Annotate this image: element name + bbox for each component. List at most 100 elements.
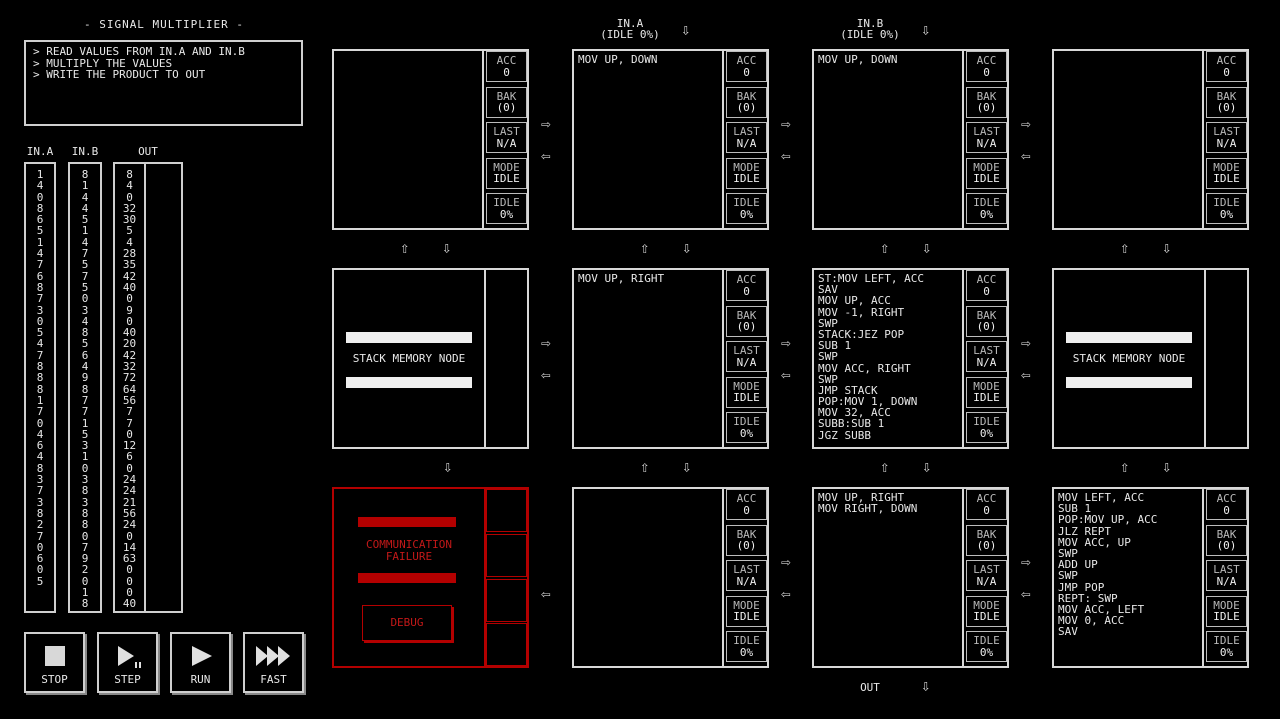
register-value: IDLE — [733, 391, 760, 404]
register-label: IDLE — [973, 415, 1000, 428]
register-label: LAST — [733, 125, 760, 138]
arrow-left-icon: ⇦ — [541, 146, 551, 165]
code-line: MOV UP, RIGHT — [818, 491, 905, 504]
code-line: MOV 0, ACC — [1058, 614, 1125, 628]
fast-button-label: FAST — [260, 672, 287, 686]
arrow-right-icon: ⇨ — [1021, 552, 1031, 571]
column-value: 8 — [126, 168, 133, 181]
register-value: IDLE — [973, 172, 1000, 185]
column-value: 8 — [81, 506, 89, 520]
code-editor[interactable]: MOV UP, DOWN — [574, 51, 724, 228]
column-value: 72 — [122, 371, 137, 385]
fast-button[interactable]: FAST — [243, 632, 304, 693]
code-editor[interactable]: MOV UP, RIGHT — [574, 270, 724, 447]
code-editor[interactable] — [574, 489, 724, 666]
column-value: 4 — [126, 235, 133, 249]
register-label: LAST — [973, 563, 1000, 576]
register-label: BAK — [496, 89, 517, 103]
register-bak: BAK(0) — [726, 524, 767, 556]
register-value: 0 — [503, 65, 510, 79]
register-label: ACC — [736, 273, 757, 286]
register-label: LAST — [973, 125, 1000, 138]
code-line: MOV ACC, UP — [1058, 535, 1131, 549]
register-label: ACC — [976, 273, 997, 286]
code-line: SWP — [818, 350, 838, 364]
code-editor[interactable]: MOV UP, DOWN — [814, 51, 964, 228]
stop-icon — [26, 644, 83, 670]
code-editor[interactable] — [334, 51, 484, 228]
column-value: 6 — [36, 269, 44, 283]
debug-button[interactable]: DEBUG — [362, 605, 452, 641]
register-label: MODE — [733, 379, 760, 393]
column-value: 3 — [81, 473, 89, 487]
register-label: MODE — [973, 379, 1000, 393]
column-value: 8 — [36, 506, 44, 520]
code-line: SAV — [1058, 625, 1078, 639]
column-value: 32 — [122, 201, 137, 215]
column-value: 6 — [36, 552, 44, 566]
column-value: 5 — [81, 213, 89, 227]
column-value: 8 — [81, 484, 89, 498]
register-value: N/A — [496, 136, 517, 150]
column-value: 1 — [36, 393, 44, 407]
register-value: (0) — [496, 101, 517, 114]
code-editor[interactable] — [1054, 51, 1204, 228]
column-value: 21 — [122, 495, 137, 509]
code-line: SWP — [818, 372, 838, 386]
step-button[interactable]: STEP — [97, 632, 158, 693]
stop-button[interactable]: STOP — [24, 632, 85, 693]
arrow-up-icon: ⇧ — [880, 457, 890, 476]
column-value: 5 — [36, 574, 44, 588]
run-button[interactable]: RUN — [170, 632, 231, 693]
column-value: 4 — [36, 247, 44, 261]
step-icon — [99, 644, 156, 670]
column-value: 1 — [81, 585, 89, 599]
arrow-left-icon: ⇦ — [1021, 146, 1031, 165]
register-label: MODE — [1213, 598, 1240, 612]
code-line: SUB 1 — [818, 339, 852, 353]
register-value: (0) — [736, 539, 757, 552]
column-value: 0 — [126, 585, 133, 599]
register-value: N/A — [976, 136, 997, 150]
column-value: 64 — [122, 382, 137, 396]
arrow-up-icon: ⇧ — [880, 238, 890, 257]
column-value: 0 — [126, 529, 133, 543]
register-value: IDLE — [493, 172, 520, 185]
column-value: 5 — [81, 337, 89, 351]
column-value: 4 — [36, 450, 44, 464]
register-value: N/A — [736, 355, 757, 369]
code-line: MOV ACC, LEFT — [1058, 602, 1145, 616]
register-label: LAST — [493, 125, 520, 138]
register-label: BAK — [976, 89, 997, 103]
column-value: 0 — [126, 427, 133, 441]
register-label: IDLE — [973, 196, 1000, 209]
column-value: 24 — [122, 518, 137, 532]
failure-text: FAILURE — [385, 550, 433, 563]
step-button-label: STEP — [114, 672, 141, 686]
register-value: 0 — [983, 65, 990, 79]
code-line: MOV 32, ACC — [818, 406, 891, 420]
register-value: 0 — [983, 284, 990, 298]
register-value: (0) — [1216, 101, 1237, 114]
column-value: 56 — [122, 393, 137, 407]
code-line: SWP — [1058, 546, 1078, 560]
